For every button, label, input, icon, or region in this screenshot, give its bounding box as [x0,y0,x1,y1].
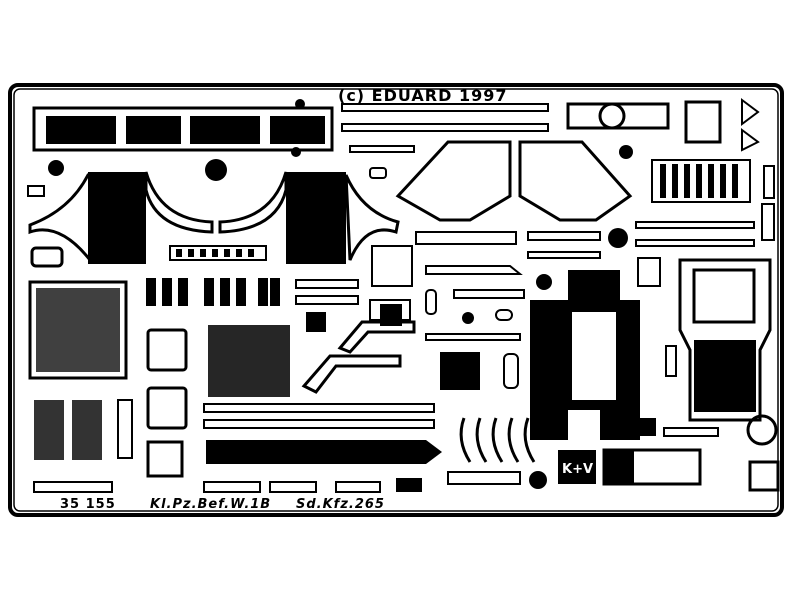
part-strip-8-ribs [176,249,254,257]
part-disc-45 [619,145,633,159]
part-disc-40 [536,274,552,290]
vehicle-designation: Sd.Kfz.265 [296,497,385,512]
part-strip-53 [663,427,719,437]
part-disc-56 [608,228,628,248]
part-ring-30 [369,167,387,179]
part-rail-58 [635,221,755,229]
part-double-bar-12 [295,295,359,305]
part-central-window [572,312,616,400]
part-rail-31 [349,145,415,153]
part-ring-42 [462,312,474,324]
part-bar-17 [33,481,113,493]
part-chain-49 [447,471,521,485]
part-arm-39 [453,289,525,299]
part-ring-55 [746,414,778,446]
part-bracket-7 [30,246,64,268]
part-fender-right [218,171,400,264]
part-clip-11 [306,312,326,332]
fret-inner-frame [13,88,779,512]
part-cap-45 [503,353,519,389]
part-grille-64 [651,159,751,203]
part-antenna-mount [566,102,670,130]
part-oval-43 [495,309,513,321]
part-mesh-grille [28,280,128,380]
part-comb-22 [396,478,422,492]
part-clip-51 [634,418,656,436]
part-hatch-left [395,140,512,222]
part-strip-25 [203,403,435,413]
part-blade-24 [206,440,442,464]
part-hull-dark [694,340,756,412]
part-bar-21 [335,481,381,493]
part-box-44 [440,352,480,390]
part-arm-38 [425,265,523,275]
part-bracket-row [146,278,280,306]
part-cross-23 [146,440,184,478]
part-fender-left [28,171,214,264]
part-strip-8 [169,245,267,261]
part-rail-28 [341,103,549,112]
part-small-16 [117,399,133,459]
part-bracket-49 [337,320,416,354]
part-small-57 [637,257,661,287]
part-bracket-48 [301,354,402,394]
part-hull-plate [678,258,772,422]
part-kv-plate [558,448,702,486]
part-hull-window [692,268,756,324]
part-hatch-right [518,140,633,222]
part-pin-41 [425,289,437,315]
part-bar-20 [269,481,317,493]
part-disc-2 [48,160,64,176]
part-tri-52 [741,98,760,126]
part-double-bar-11 [295,279,359,289]
part-box-19 [146,386,188,430]
part-disc-3 [205,159,227,181]
part-bar-18 [203,481,261,493]
part-vent-33 [371,245,413,287]
part-tri-62 [741,128,760,152]
part-mesh-15a [34,400,64,460]
part-strip-26 [203,419,435,429]
part-pin-52 [665,345,677,377]
part-strip-37 [527,251,601,259]
part-box-18 [146,328,188,372]
part-disc-50 [529,471,547,489]
set-code: 35 155 [60,497,116,512]
part-window-frame [32,99,334,157]
part-bar-46 [425,333,521,341]
part-panel-13 [208,325,290,397]
fret-outer-frame [8,83,784,517]
part-track-guards [459,417,536,463]
part-small-block [27,185,45,197]
part-bracket-46 [684,100,722,144]
part-mesh-15b [72,400,102,460]
part-post-63 [763,165,775,199]
part-cross-54 [748,460,780,492]
part-pedal-27 [380,304,402,326]
part-ladder-34 [415,231,517,245]
part-rail-29 [341,123,549,132]
kv-mark: K+V [559,462,597,477]
part-post-61 [761,203,775,241]
part-rail-59 [635,239,755,247]
copyright-text: (c) EDUARD 1997 [338,86,508,105]
part-ladder-36 [527,231,601,241]
set-name: Kl.Pz.Bef.W.1B [150,497,272,512]
